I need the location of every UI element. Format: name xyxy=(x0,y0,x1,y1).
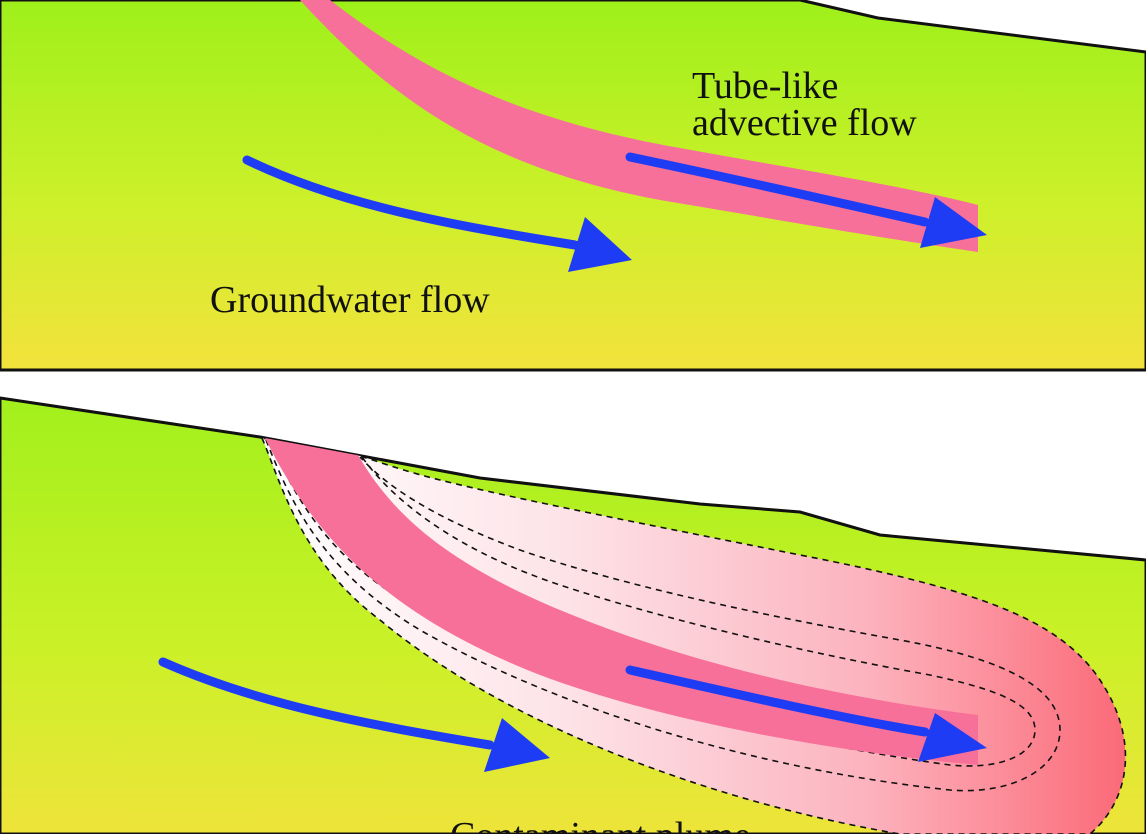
top-panel: Tube-like advective flow Groundwater flo… xyxy=(0,0,1146,372)
bottom-groundwater-arrow xyxy=(158,657,550,772)
plume-label: Contaminant plume xyxy=(450,815,751,834)
top-tube-arrow xyxy=(625,152,987,248)
bottom-panel: Contaminant plume xyxy=(0,396,1146,834)
top-groundwater-arrow xyxy=(242,155,632,272)
arrow-right-icon xyxy=(568,217,632,272)
top-ground-section xyxy=(0,0,1146,372)
tube-label-line2: advective flow xyxy=(692,102,917,144)
bottom-tube-arrow xyxy=(625,665,987,762)
plume-contour-outer xyxy=(265,439,1061,792)
arrow-right-icon xyxy=(918,713,987,762)
tube-label-line1: Tube-like xyxy=(692,65,838,107)
top-advective-tube xyxy=(300,0,978,252)
arrow-right-icon xyxy=(484,718,550,772)
arrow-right-icon xyxy=(920,197,987,248)
groundwater-label: Groundwater flow xyxy=(210,279,490,321)
